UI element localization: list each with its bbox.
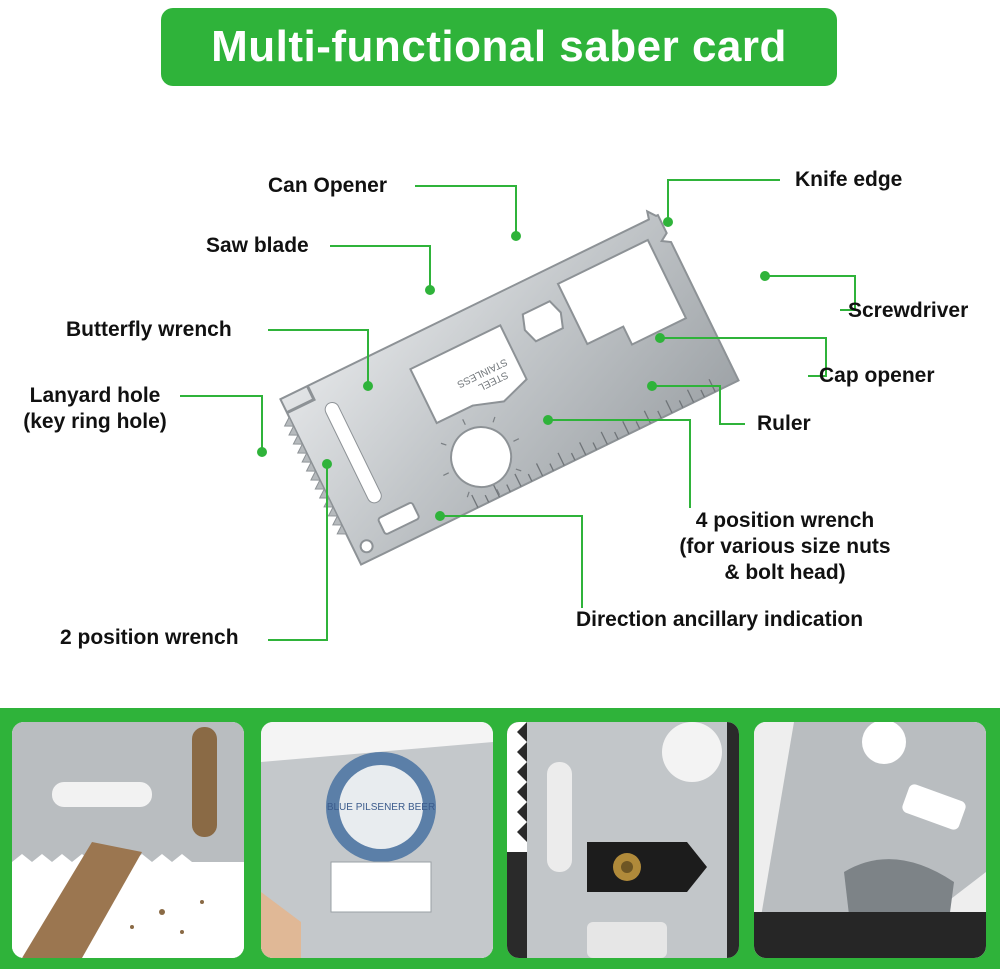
leader-four-position-wrench [548,419,691,508]
can-opener-notch [286,385,316,415]
leader-knife-edge [667,179,780,222]
photo-clip-use [754,722,986,958]
label-screwdriver: Screwdriver [848,299,969,322]
label-four-position-wrench: 4 position wrench (for various size nuts… [650,508,920,586]
label-four-position-wrench-line-3: & bolt head) [724,561,846,584]
leader-cap-opener [660,337,827,377]
ruler-ticks [471,378,716,508]
label-knife-edge: Knife edge [795,168,903,191]
page-title: Multi-functional saber card [211,22,787,71]
label-saw-blade: Saw blade [206,234,309,257]
bottle-cap-text: BLUE PILSENER BEER [327,802,435,813]
leader-screwdriver [765,275,856,311]
label-four-position-wrench-line-2: (for various size nuts [679,535,891,558]
label-lanyard-hole-line-1: Lanyard hole [29,384,161,407]
photo-wrench-nut [507,722,739,958]
photo-bottle-opening: BLUE PILSENER BEER [261,722,493,958]
leader-can-opener [415,185,517,236]
leader-saw-blade [330,245,431,290]
leader-lanyard-hole [180,395,263,452]
label-can-opener: Can Opener [268,174,388,197]
saber-card-diagram: STAINLESS STEEL [180,179,856,641]
label-ruler: Ruler [757,412,811,435]
hex-wrench-window [521,299,564,343]
label-two-position-wrench: 2 position wrench [60,626,239,649]
photo-saw-cutting-wood [12,722,244,958]
leader-butterfly-wrench [268,329,369,386]
cap-opener-window [409,323,528,425]
leader-lines [180,179,856,641]
leader-direction-indication [440,515,583,608]
label-four-position-wrench-line-1: 4 position wrench [695,509,875,532]
label-butterfly-wrench: Butterfly wrench [66,318,232,341]
saber-card: STAINLESS STEEL [279,209,740,566]
label-lanyard-hole: Lanyard hole (key ring hole) [10,383,180,435]
leader-dots [257,217,770,521]
lanyard-hole [359,539,374,554]
knife-window [556,238,688,346]
label-direction-indication: Direction ancillary indication [576,608,864,631]
saw-teeth [283,416,347,535]
title-banner: Multi-functional saber card [161,8,837,86]
compass-rays [440,416,522,498]
label-cap-opener: Cap opener [819,364,935,387]
butterfly-slot [324,402,382,504]
leader-ruler [652,385,745,425]
two-position-wrench-slot [377,502,420,535]
compass-hole [450,426,513,489]
label-lanyard-hole-line-2: (key ring hole) [23,410,167,433]
leader-two-position-wrench [268,464,328,641]
